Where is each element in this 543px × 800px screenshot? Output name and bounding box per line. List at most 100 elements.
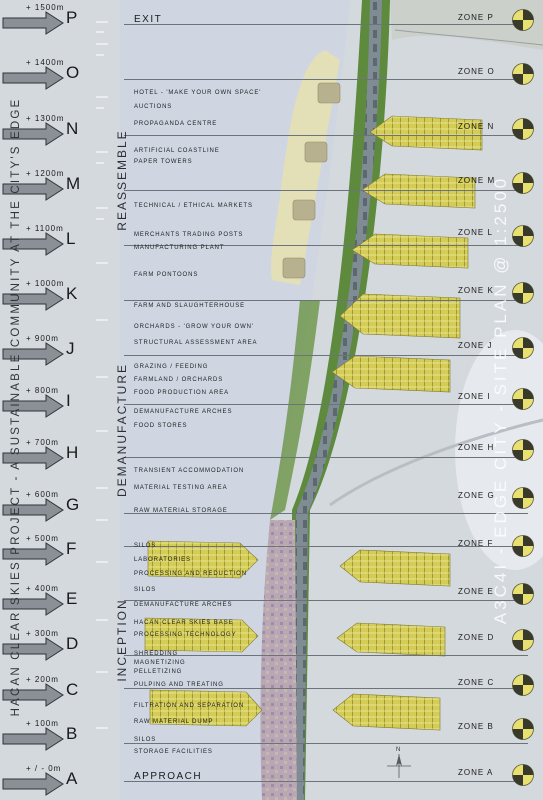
arrow-right-icon	[2, 11, 64, 35]
zone-line	[124, 300, 528, 301]
programme-label: FOOD PRODUCTION AREA	[134, 390, 230, 396]
zone-line	[124, 546, 528, 547]
zone-label: ZONE A	[458, 768, 494, 777]
marker-p: + 1500m P	[0, 3, 120, 44]
marker-letter: P	[66, 8, 78, 27]
programme-label: TRANSIENT ACCOMMODATION	[134, 468, 245, 474]
programme-label: PROCESSING AND REDUCTION	[134, 571, 247, 577]
marker-a: + / - 0m A	[0, 764, 120, 800]
distance-label: + 100m	[26, 719, 59, 728]
marker-o: + 1400m O	[0, 58, 120, 99]
zone-line	[124, 743, 528, 744]
arrow-right-icon	[2, 342, 64, 366]
zone-label: ZONE K	[458, 286, 494, 295]
marker-letter: C	[66, 680, 79, 699]
zone-disc-icon	[512, 172, 534, 194]
marker-letter: G	[66, 495, 80, 514]
exit-label: EXIT	[134, 14, 163, 25]
sand-spit	[270, 50, 340, 285]
zone-label: ZONE D	[458, 633, 495, 642]
programme-label: MERCHANTS TRADING POSTS	[134, 232, 244, 238]
branch-road	[329, 418, 543, 507]
arrow-right-icon	[2, 592, 64, 616]
marker-letter: B	[66, 724, 78, 743]
zone-label: ZONE G	[458, 491, 495, 500]
programme-label: PULPING AND TREATING	[134, 682, 224, 688]
phase-reassemble: REASSEMBLE	[115, 129, 129, 231]
distance-label: + / - 0m	[26, 764, 62, 773]
marker-letter: O	[66, 63, 80, 82]
zone-disc-icon	[512, 337, 534, 359]
marker-letter: A	[66, 769, 78, 788]
hotel-clusters	[282, 82, 341, 279]
zone-line	[124, 355, 528, 356]
programme-label: SILOS	[134, 737, 157, 743]
marker-letter: J	[66, 339, 75, 358]
arrow-right-icon	[2, 637, 64, 661]
zone-label: ZONE E	[458, 587, 494, 596]
marker-letter: F	[66, 539, 77, 558]
zone-disc-icon	[512, 629, 534, 651]
phase-demanufacture: DEMANUFACTURE	[115, 362, 129, 498]
phase-inception: INCEPTION	[115, 598, 129, 682]
zone-label: ZONE J	[458, 341, 493, 350]
programme-label: RAW MATERIAL STORAGE	[134, 508, 228, 514]
zone-line	[124, 688, 528, 689]
programme-label: PROPAGANDA CENTRE	[134, 121, 218, 127]
zone-label: ZONE L	[458, 228, 493, 237]
approach-label: APPROACH	[134, 771, 203, 782]
zone-line	[124, 457, 528, 458]
zone-label: ZONE B	[458, 722, 494, 731]
marker-m: + 1200m M	[0, 169, 120, 210]
arrow-right-icon	[2, 727, 64, 751]
programme-label: PROCESSING TECHNOLOGY	[134, 632, 237, 638]
zone-line	[124, 404, 528, 405]
marker-d: + 300m D	[0, 629, 120, 670]
scale-ticks	[96, 21, 108, 729]
zone-disc-icon	[512, 9, 534, 31]
programme-label: FARMLAND / ORCHARDS	[134, 377, 224, 383]
programme-label: HOTEL - 'MAKE YOUR OWN SPACE'	[134, 90, 262, 96]
zone-disc-icon	[512, 718, 534, 740]
marker-letter: D	[66, 634, 79, 653]
marker-h: + 700m H	[0, 438, 120, 479]
distance-label: + 300m	[26, 629, 59, 638]
programme-label: LABORATORIES	[134, 557, 191, 563]
programme-label: TECHNICAL / ETHICAL MARKETS	[134, 203, 253, 209]
distance-label: + 1400m	[26, 58, 65, 67]
arrow-right-icon	[2, 177, 64, 201]
marker-letter: E	[66, 589, 78, 608]
arrow-right-icon	[2, 772, 64, 796]
building-blocks-right	[331, 115, 483, 731]
zone-label: ZONE N	[458, 122, 495, 131]
zone-line	[124, 655, 528, 656]
programme-label: MAGNETIZING	[134, 660, 186, 666]
zone-line	[124, 24, 528, 25]
zone-label: ZONE F	[458, 539, 494, 548]
marker-b: + 100m B	[0, 719, 120, 760]
arrow-right-icon	[2, 232, 64, 256]
programme-label: GRAZING / FEEDING	[134, 364, 209, 370]
programme-label: SILOS	[134, 543, 157, 549]
marker-j: + 900m J	[0, 334, 120, 375]
zone-label: ZONE H	[458, 443, 495, 452]
programme-label: PAPER TOWERS	[134, 159, 193, 165]
zone-disc-icon	[512, 535, 534, 557]
field-road	[394, 29, 543, 46]
distance-label: + 800m	[26, 386, 59, 395]
programme-label: STRUCTURAL ASSESSMENT AREA	[134, 340, 258, 346]
distance-label: + 1000m	[26, 279, 65, 288]
distance-label: + 400m	[26, 584, 59, 593]
programme-label: HACAN CLEAR SKIES BASE	[134, 620, 234, 626]
arrow-right-icon	[2, 287, 64, 311]
zone-label: ZONE O	[458, 67, 495, 76]
programme-label: STORAGE FACILITIES	[134, 749, 213, 755]
zone-label: ZONE C	[458, 678, 495, 687]
programme-label: AUCTIONS	[134, 104, 173, 110]
programme-label: FILTRATION AND SEPARATION	[134, 703, 245, 709]
programme-label: MANUFACTURING PLANT	[134, 245, 225, 251]
zone-disc-icon	[512, 583, 534, 605]
programme-label: PELLETIZING	[134, 669, 183, 675]
marker-l: + 1100m L	[0, 224, 120, 265]
